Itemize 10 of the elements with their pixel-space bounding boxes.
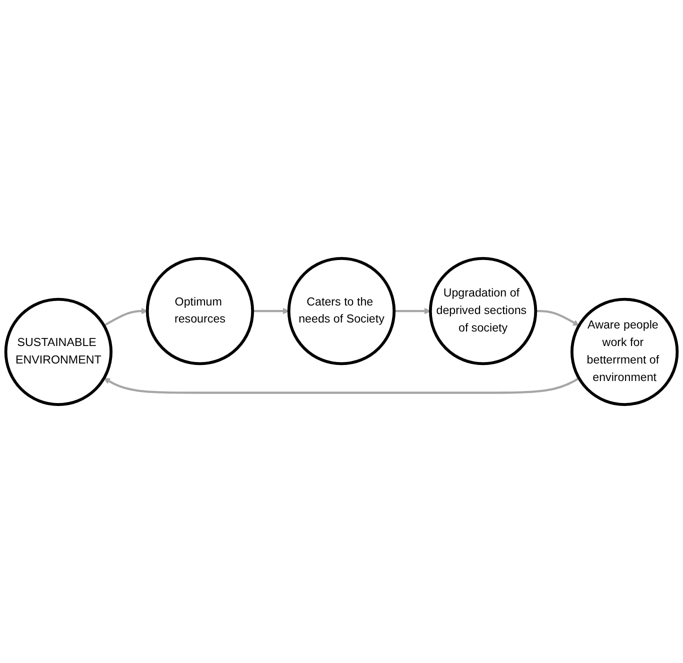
arrow	[252, 308, 290, 314]
node-circle: Optimum resources	[146, 257, 254, 366]
arrow	[103, 308, 148, 327]
node-circle: Aware people work for betterrment of environment	[570, 298, 679, 406]
node-circle: Upgradation of deprived sections of society	[428, 257, 538, 366]
arrow	[104, 377, 580, 394]
arrow	[394, 308, 431, 314]
arrow	[536, 310, 580, 326]
node-circle: Caters to the needs of Society	[287, 257, 396, 366]
node-circle: SUSTAINABLE ENVIRONMENT	[4, 298, 112, 406]
